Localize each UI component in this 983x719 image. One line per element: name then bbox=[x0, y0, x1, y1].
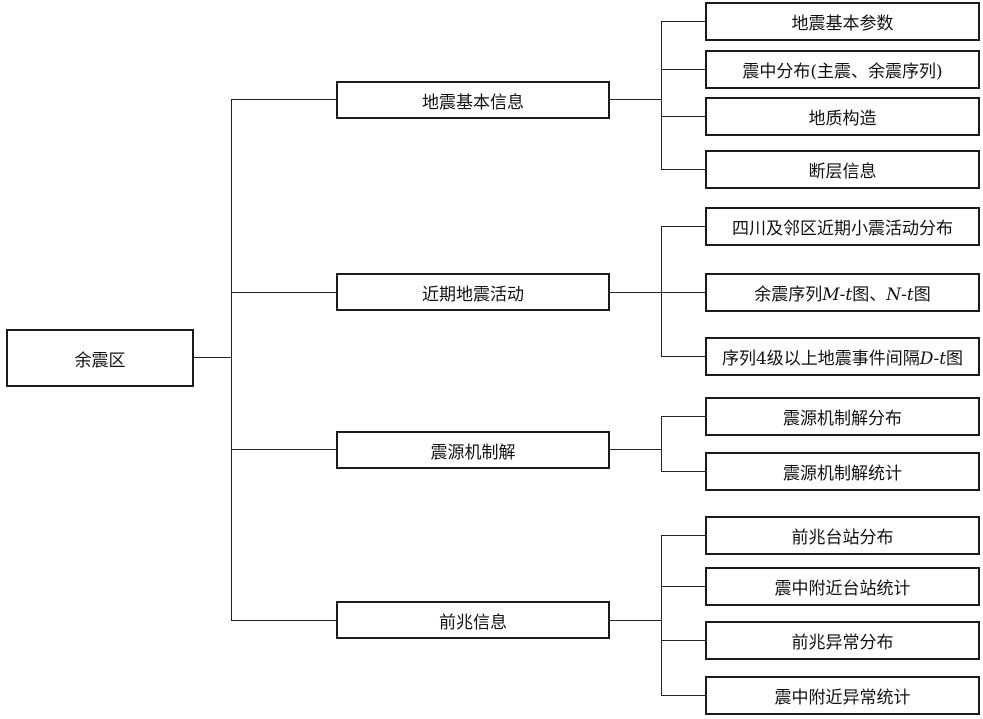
category-node: 震源机制解 bbox=[336, 431, 610, 469]
connector bbox=[661, 69, 705, 70]
connector bbox=[661, 116, 705, 117]
leaf-node: 前兆台站分布 bbox=[705, 516, 980, 555]
connector bbox=[661, 535, 705, 536]
connector bbox=[661, 471, 705, 472]
connector bbox=[661, 356, 705, 357]
category-label: 前兆信息 bbox=[439, 612, 507, 633]
connector bbox=[661, 640, 705, 641]
leaf-label: 震源机制解统计 bbox=[783, 464, 902, 484]
leaf-label: 余震序列M-t图、N-t图 bbox=[754, 285, 931, 305]
leaf-node: 序列4级以上地震事件间隔D-t图 bbox=[705, 337, 980, 376]
leaf-label: 序列4级以上地震事件间隔D-t图 bbox=[721, 349, 964, 369]
connector bbox=[661, 535, 662, 695]
leaf-label: 断层信息 bbox=[808, 162, 877, 182]
connector bbox=[610, 292, 661, 293]
connector bbox=[610, 449, 661, 450]
connector bbox=[231, 620, 336, 621]
leaf-node: 余震序列M-t图、N-t图 bbox=[705, 273, 980, 312]
root-node: 余震区 bbox=[6, 329, 194, 387]
connector bbox=[231, 292, 336, 293]
leaf-node: 震源机制解分布 bbox=[705, 397, 980, 436]
connector bbox=[231, 99, 232, 620]
connector bbox=[661, 586, 705, 587]
leaf-node: 震中附近台站统计 bbox=[705, 567, 980, 606]
leaf-node: 断层信息 bbox=[705, 150, 980, 189]
leaf-label: 震中分布(主震、余震序列) bbox=[742, 62, 943, 82]
connector bbox=[661, 416, 705, 417]
connector bbox=[661, 695, 705, 696]
leaf-node: 前兆异常分布 bbox=[705, 621, 980, 660]
leaf-node: 震中附近异常统计 bbox=[705, 676, 980, 715]
connector bbox=[661, 292, 705, 293]
connector bbox=[661, 21, 662, 169]
category-node: 近期地震活动 bbox=[336, 273, 610, 311]
category-node: 前兆信息 bbox=[336, 601, 610, 639]
connector bbox=[231, 99, 336, 100]
category-label: 地震基本信息 bbox=[422, 92, 524, 113]
leaf-label: 震中附近异常统计 bbox=[774, 688, 911, 708]
connector bbox=[610, 99, 661, 100]
leaf-label: 地震基本参数 bbox=[791, 14, 894, 34]
leaf-label: 震中附近台站统计 bbox=[774, 579, 911, 599]
leaf-label: 四川及邻区近期小震活动分布 bbox=[732, 219, 953, 239]
root-label: 余震区 bbox=[74, 350, 126, 371]
category-node: 地震基本信息 bbox=[336, 81, 610, 119]
category-label: 震源机制解 bbox=[430, 442, 516, 463]
connector bbox=[610, 620, 661, 621]
connector bbox=[661, 226, 705, 227]
leaf-node: 地质构造 bbox=[705, 97, 980, 136]
leaf-label: 前兆台站分布 bbox=[791, 528, 894, 548]
connector bbox=[231, 449, 336, 450]
leaf-node: 震源机制解统计 bbox=[705, 452, 980, 491]
connector bbox=[661, 416, 662, 471]
category-label: 近期地震活动 bbox=[422, 284, 524, 305]
leaf-node: 震中分布(主震、余震序列) bbox=[705, 50, 980, 89]
leaf-label: 地质构造 bbox=[808, 109, 877, 129]
leaf-node: 地震基本参数 bbox=[705, 2, 980, 41]
connector bbox=[661, 169, 705, 170]
leaf-node: 四川及邻区近期小震活动分布 bbox=[705, 207, 980, 246]
leaf-label: 前兆异常分布 bbox=[791, 633, 894, 653]
connector bbox=[193, 357, 231, 358]
leaf-label: 震源机制解分布 bbox=[783, 409, 902, 429]
connector bbox=[661, 21, 705, 22]
connector bbox=[661, 226, 662, 356]
